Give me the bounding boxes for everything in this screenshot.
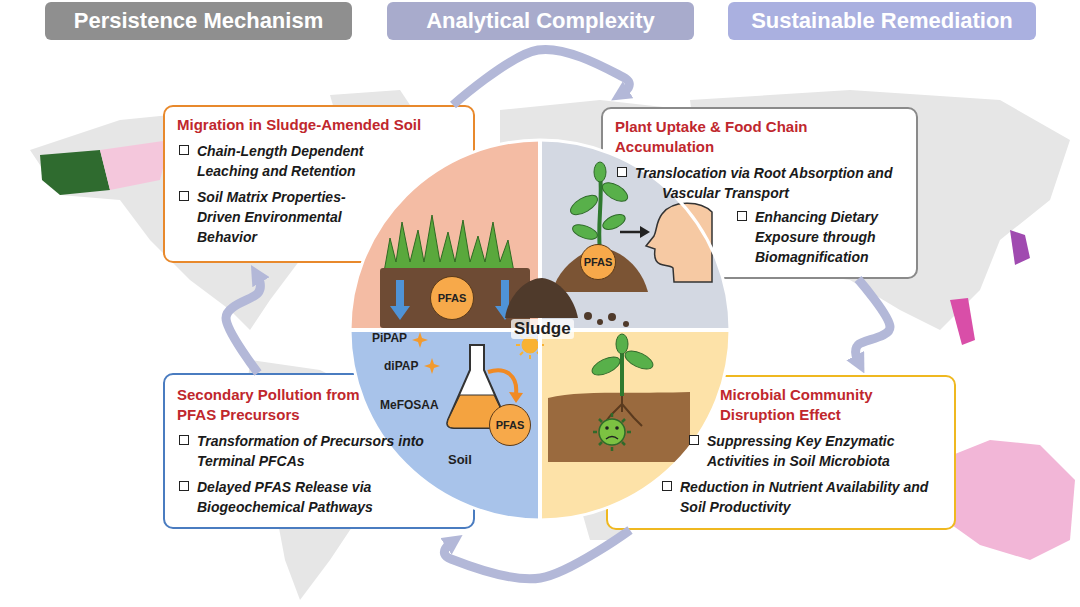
photolysis-spark: [412, 332, 428, 348]
plant-leaf: [601, 211, 628, 232]
pfas-label: PFAS: [438, 292, 467, 304]
quadrant-divider: [350, 140, 730, 520]
sludge-pile: [623, 321, 629, 327]
grass: [384, 215, 514, 272]
bullet-text: Transformation of Precursors into Termin…: [177, 431, 427, 471]
continent: [30, 90, 1070, 600]
bullet-text: Translocation via Root Absorption and Va…: [615, 163, 901, 203]
leaching-arrow: [390, 280, 515, 320]
theme-tab: Persistence Mechanism: [45, 2, 352, 40]
edge-group: [226, 49, 890, 578]
photolysis-spark: [424, 358, 440, 374]
plant-stem: [599, 172, 601, 250]
transformation-arrow: [488, 370, 523, 403]
transformation-arrow: [488, 370, 516, 394]
flask-liquid: [447, 395, 507, 428]
tab-label: Analytical Complexity: [426, 8, 655, 34]
microbe-icon: [593, 413, 631, 451]
box-title: Plant Uptake & Food Chain Accumulation: [615, 117, 904, 157]
box-title: Migration in Sludge-Amended Soil: [177, 115, 461, 135]
microbe-icon: [606, 437, 618, 440]
plant-leaf: [599, 179, 630, 205]
plant-leaf: [589, 334, 655, 379]
highlighted-country: [950, 298, 975, 345]
transformation-arrow: [509, 392, 523, 403]
center-label: Sludge: [511, 319, 574, 339]
tab-label: Sustainable Remediation: [751, 8, 1013, 34]
highlighted-country: [100, 140, 170, 190]
tab-label: Persistence Mechanism: [74, 8, 323, 34]
soil-band: [548, 392, 690, 462]
quadrant: [350, 330, 540, 520]
quadrant: [540, 330, 730, 520]
uptake-arrow: [620, 231, 640, 234]
bullet-text: Enhancing Dietary Exposure through Bioma…: [735, 207, 901, 267]
human-head: [646, 203, 712, 282]
microbe-icon: [593, 413, 631, 451]
box-title: Secondary Pollution from PFAS Precursors: [177, 385, 377, 425]
uptake-arrow: [620, 226, 650, 238]
bullet-text: Suppressing Key Enzymatic Activities in …: [687, 431, 939, 471]
sludge-pile: [505, 278, 578, 318]
illustration-label: MeFOSAA: [380, 398, 439, 412]
bullet-text: Chain-Length Dependent Leaching and Rete…: [177, 141, 422, 181]
pfas-circle: PFAS: [580, 244, 616, 280]
theme-tab: Sustainable Remediation: [728, 2, 1036, 40]
soil-mound: [552, 248, 648, 292]
theme-tab: Analytical Complexity: [387, 2, 694, 40]
highlighted-country: [940, 440, 1075, 560]
bullet-text: Delayed PFAS Release via Biogeochemical …: [177, 477, 427, 517]
plant-leaf: [589, 353, 622, 378]
pfas-label: PFAS: [584, 256, 613, 268]
plant-leaf: [616, 334, 628, 354]
plant-leaf: [568, 191, 601, 218]
sludge-pile: [608, 313, 616, 321]
pfas-label: PFAS: [496, 419, 525, 431]
soil-layer: [380, 268, 530, 328]
sun: [522, 337, 538, 353]
plant-leaf: [594, 162, 606, 182]
bullet-text: Soil Matrix Properties-Driven Environmen…: [177, 187, 375, 247]
cycle-arrow: [444, 530, 630, 579]
flask: [447, 345, 507, 428]
box-title: Microbial Community Disruption Effect: [720, 385, 940, 425]
circle-outline: [350, 140, 730, 520]
leaching-arrow: [390, 280, 410, 320]
cycle-arrow: [856, 279, 890, 361]
bullet-text: Reduction in Nutrient Availability and S…: [660, 477, 940, 517]
pfas-circle: PFAS: [430, 276, 474, 320]
cycle-arrow: [226, 277, 260, 373]
plant-leaf: [622, 347, 655, 372]
highlighted-country: [40, 150, 110, 195]
sludge-pile: [584, 312, 592, 320]
plant-leaf: [571, 222, 600, 242]
illustration-label: PiPAP: [372, 331, 407, 345]
illustration-label: Soil: [448, 452, 472, 467]
pfas-circle: PFAS: [489, 404, 531, 446]
microbe-icon: [605, 426, 609, 430]
uptake-arrow: [640, 226, 650, 238]
illustration-label: diPAP: [384, 359, 418, 373]
sludge-pile: [597, 319, 603, 325]
microbe-icon: [615, 426, 619, 430]
highlighted-country: [1010, 230, 1030, 265]
quadrant-art: [380, 162, 690, 462]
plant-leaf: [568, 162, 631, 242]
cycle-arrow: [453, 49, 629, 105]
quadrant: [350, 140, 730, 520]
microbe-icon: [599, 419, 625, 445]
